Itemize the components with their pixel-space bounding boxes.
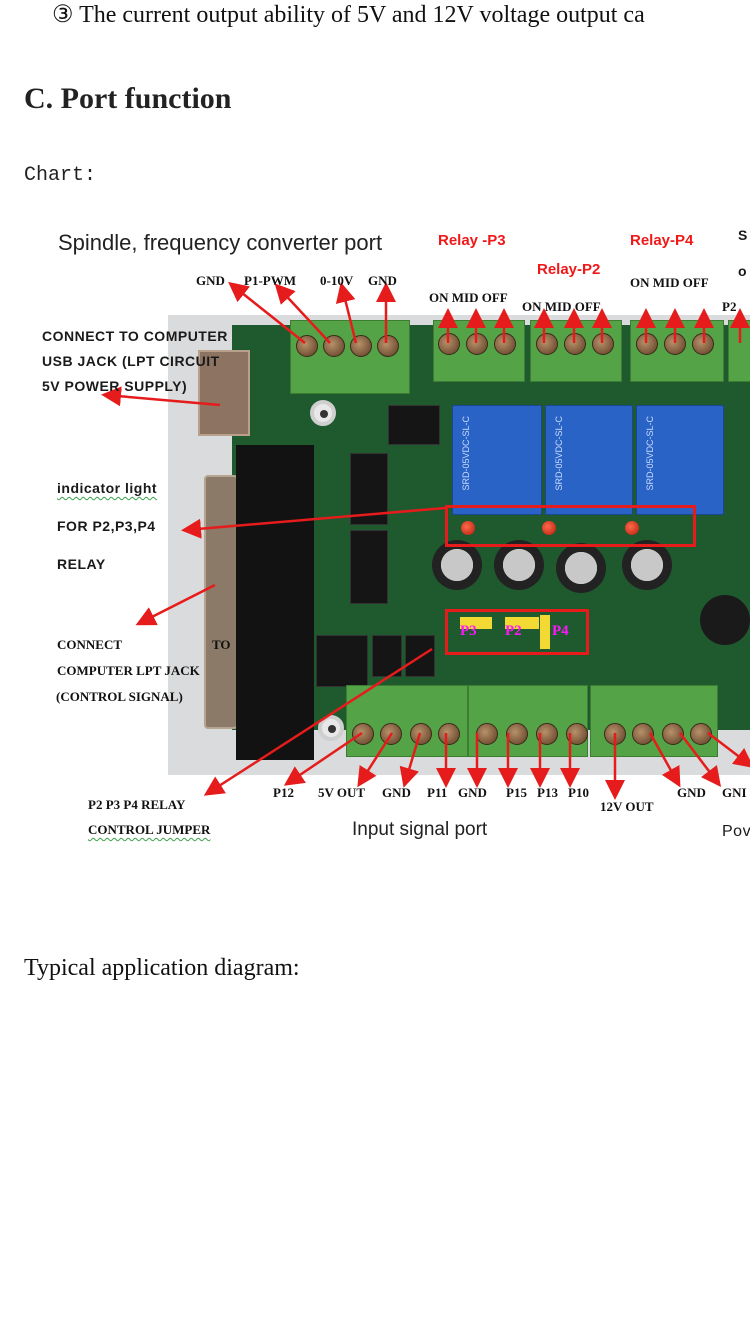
typical-application-label: Typical application diagram:	[24, 955, 300, 981]
ic-chip	[350, 530, 388, 604]
input-terminal-block-2	[468, 685, 588, 757]
lpt-note-line-3: (CONTROL SIGNAL)	[56, 689, 183, 704]
spindle-pin-gnd: GND	[196, 273, 225, 288]
lpt-note-connect: CONNECT	[57, 637, 123, 652]
screw	[352, 723, 374, 745]
edge-label-p2: P2	[722, 299, 737, 314]
jumper-label-p2: P2	[505, 623, 522, 639]
input-pin-p11: P11	[427, 785, 448, 800]
spindle-port-title: Spindle, frequency converter port	[58, 230, 383, 255]
section-heading: C. Port function	[24, 82, 232, 115]
arrow-p1-pwm	[274, 283, 331, 344]
spindle-terminal-block	[290, 320, 410, 394]
screw	[632, 723, 654, 745]
screw	[377, 335, 399, 357]
intro-line-current-output: ③ The current output ability of 5V and 1…	[52, 2, 645, 28]
usb-note-line-3: 5V POWER SUPPLY)	[42, 378, 188, 394]
edge-label-o: o	[738, 263, 748, 279]
spindle-pin-gnd-2: GND	[368, 273, 397, 288]
lpt-note-to: TO	[212, 637, 231, 652]
power-pin-gnd: GND	[677, 785, 706, 800]
arrow-lpt	[135, 583, 216, 626]
usb-note-line-1: CONNECT TO COMPUTER	[42, 328, 228, 344]
capacitor	[494, 540, 544, 590]
led-p4	[625, 521, 639, 535]
input-pin-gnd-2: GND	[458, 785, 487, 800]
chart-label: Chart:	[24, 164, 97, 187]
power-terminal-block	[590, 685, 718, 757]
input-terminal-block-1	[346, 685, 468, 757]
arrow-0-10v	[335, 282, 358, 344]
jumper-p2	[505, 617, 539, 629]
screw	[438, 723, 460, 745]
arrow-gnd	[228, 281, 306, 344]
input-pin-gnd: GND	[382, 785, 411, 800]
capacitor	[622, 540, 672, 590]
relay-p2-label: Relay-P2	[537, 261, 601, 278]
db25-housing	[236, 445, 314, 760]
screw	[506, 723, 528, 745]
relay-p4: SRD-05VDC-SL-C	[636, 405, 724, 515]
indicator-note-line-1: indicator light	[57, 480, 158, 496]
capacitor	[556, 543, 606, 593]
input-pin-p12: P12	[273, 785, 294, 800]
power-pin-12v-out: 12V OUT	[600, 799, 654, 814]
input-pin-p15: P15	[506, 785, 527, 800]
relay-p4-pins: ON MID OFF	[630, 275, 709, 290]
arrow-indicator	[181, 506, 446, 539]
input-pin-p10: P10	[568, 785, 589, 800]
spindle-pin-p1-pwm: P1-PWM	[244, 273, 296, 288]
relay-p2: SRD-05VDC-SL-C	[545, 405, 633, 515]
capacitor	[432, 540, 482, 590]
jumper-p3	[460, 617, 492, 629]
relay-p3-label: Relay -P3	[438, 232, 506, 249]
edge-label-s: S	[738, 227, 748, 243]
screw	[536, 723, 558, 745]
screw	[536, 333, 558, 355]
annotation-arrows	[101, 281, 750, 800]
jumper-label-p3: P3	[460, 623, 477, 639]
ic-chip	[388, 405, 440, 445]
indicator-note-line-2: FOR P2,P3,P4	[57, 518, 156, 534]
input-signal-port-title: Input signal port	[352, 819, 488, 840]
power-port-title-partial: Pov	[722, 823, 750, 840]
arrow-usb	[101, 386, 221, 407]
optocoupler-chip	[316, 635, 368, 687]
input-pin-5v-out: 5V OUT	[318, 785, 366, 800]
led-p3	[461, 521, 475, 535]
screw	[662, 723, 684, 745]
indicator-note-line-3: RELAY	[57, 556, 106, 572]
jumper-label-p4: P4	[552, 623, 569, 639]
jumper-note-line-2: CONTROL JUMPER	[88, 822, 211, 837]
jumper-p4	[540, 615, 550, 649]
usb-note-line-2: USB JACK (LPT CIRCUIT	[42, 353, 220, 369]
screw	[566, 723, 588, 745]
usb-jack	[198, 350, 250, 436]
led-p2	[542, 521, 556, 535]
mounting-hole	[310, 400, 336, 426]
relay-p2-pins: ON MID OFF	[522, 299, 601, 314]
indicator-highlight-box	[445, 505, 696, 547]
arrow-jumper	[203, 647, 433, 796]
spindle-pin-0-10v: 0-10V	[320, 273, 354, 288]
power-pin-gnd-partial: GNI	[722, 785, 747, 800]
inductor	[700, 595, 750, 645]
relay-p4-label: Relay-P4	[630, 232, 694, 249]
port-function-figure: SRD-05VDC-SL-C SRD-05VDC-SL-C SRD-05VDC-…	[0, 195, 750, 865]
relay-p3: SRD-05VDC-SL-C	[452, 405, 542, 515]
jumper-note-line-1: P2 P3 P4 RELAY	[88, 797, 186, 812]
lpt-note-line-2: COMPUTER LPT JACK	[57, 663, 200, 678]
jumper-highlight-box	[445, 609, 589, 655]
relay-p3-pins: ON MID OFF	[429, 290, 508, 305]
input-pin-p13: P13	[537, 785, 558, 800]
screw	[690, 723, 712, 745]
